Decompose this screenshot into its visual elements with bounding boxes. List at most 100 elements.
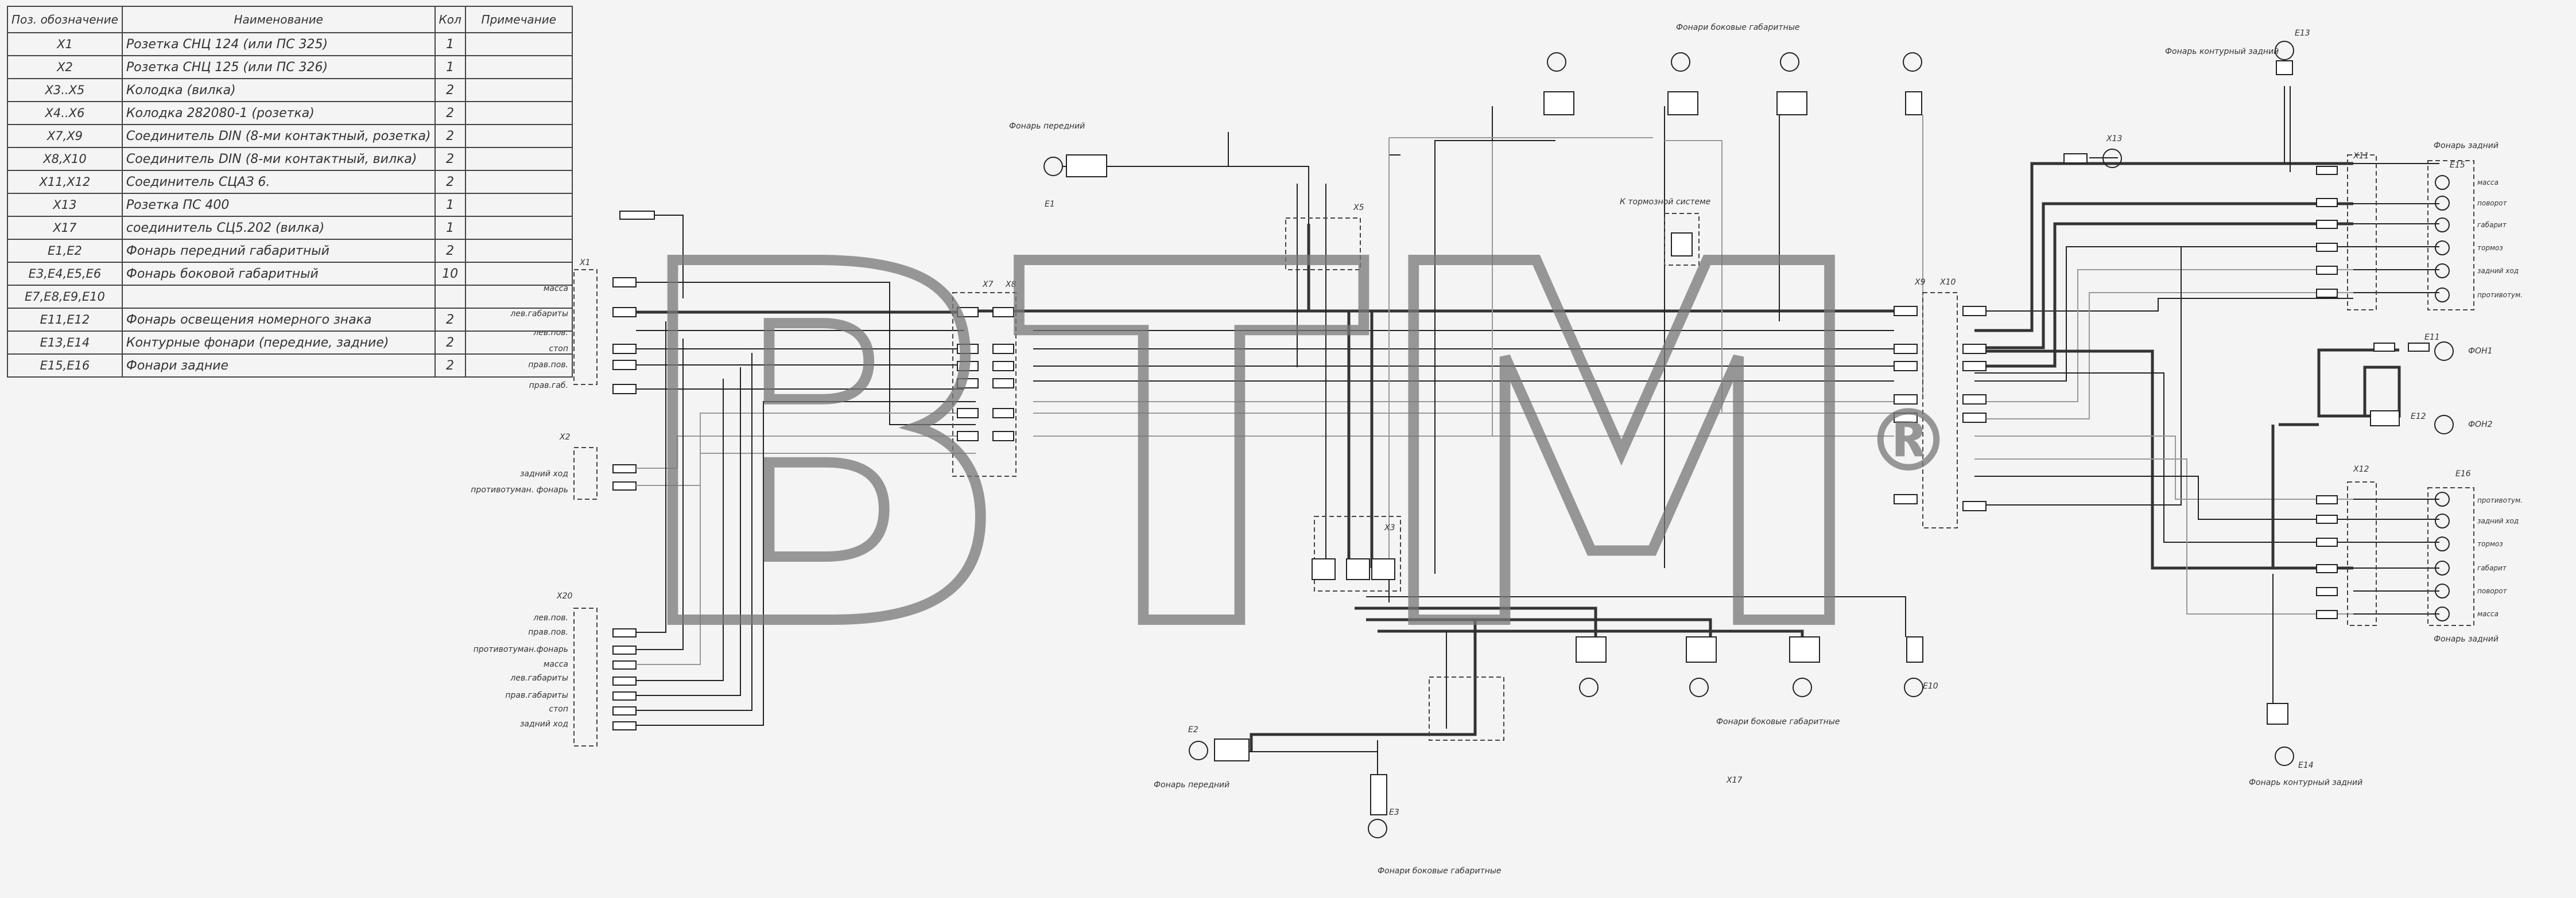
legend-cell-name: Соединитель СЦАЗ 6. (121, 170, 436, 194)
legend-cell-pos: X8,X10 (7, 147, 123, 171)
x2-pin-label: задний ход (520, 469, 568, 479)
legend-cell-name: Соединитель DIN (8-ми контактный, розетк… (121, 124, 436, 148)
x20-pin-label: прав.пов. (528, 628, 568, 637)
x20-pin-label: стоп (549, 705, 568, 714)
side-lights-top: Фонари боковые габаритные (1543, 23, 1922, 115)
e12-label: ФОН2 (2468, 420, 2493, 429)
x7-ref: X7 (982, 280, 994, 289)
legend-cell-note (464, 216, 573, 240)
legend-cell-pos: X11,X12 (7, 170, 123, 194)
legend-cell-note (464, 285, 573, 309)
legend-cell-qty: 10 (434, 262, 466, 286)
legend-cell-name: Фонари задние (121, 353, 436, 378)
legend-cell-qty: 2 (434, 147, 466, 171)
rear-light-bottom-label: Фонарь задний (2434, 635, 2499, 644)
legend-cell-pos: E15,E16 (7, 353, 123, 378)
legend-cell-note (464, 331, 573, 355)
side-lights-mid-label: Фонари боковые габаритные (1716, 717, 1840, 726)
e11-label: ФОН1 (2468, 347, 2493, 356)
side-lights-bottom-label: Фонари боковые габаритные (1378, 866, 1501, 876)
legend-cell-name: Фонарь боковой габаритный (121, 262, 436, 286)
side-lights-top-label: Фонари боковые габаритные (1676, 23, 1799, 32)
legend-cell-name: Контурные фонари (передние, задние) (121, 331, 436, 355)
x10-ref: X10 (1939, 278, 1956, 287)
legend-cell-qty: 2 (434, 170, 466, 194)
legend-cell-name: Розетка ПС 400 (121, 193, 436, 217)
front-light-top: Фонарь передний E1 (1009, 122, 1107, 209)
e16-pin-label: габарит (2477, 564, 2507, 572)
e16-pin-label: поворот (2477, 587, 2508, 595)
connector-x20: X20 лев.пов. прав.пов. противотуман.фона… (474, 592, 598, 747)
legend-cell-qty: 2 (434, 353, 466, 378)
connector-x3-x5: X5 X3 (1285, 203, 1504, 741)
connector-x2: X2 задний ход противотуман. фонарь (471, 433, 598, 500)
x20-pin-label: лев.габариты (510, 674, 568, 683)
e15-pin-label: поворот (2477, 199, 2508, 207)
contour-rear-top-label: Фонарь контурный задний (2165, 47, 2279, 56)
x8-ref: X8 (1005, 280, 1017, 289)
legend-header-name: Наименование (121, 6, 436, 33)
legend-cell-note (464, 170, 573, 194)
x20-ref: X20 (556, 592, 572, 601)
e15-pin-label: масса (2477, 178, 2499, 186)
legend-cell-qty: 2 (434, 78, 466, 102)
legend-cell-qty: 2 (434, 331, 466, 355)
rear-light-top-label: Фонарь задний (2434, 141, 2499, 150)
legend-cell-name: Колодка (вилка) (121, 78, 436, 102)
x20-pin-label: противотуман.фонарь (474, 645, 568, 654)
watermark-registered-mark: ® (1865, 391, 1952, 491)
watermark: BTM ® (620, 157, 1952, 741)
legend-cell-note (464, 308, 573, 332)
legend-cell-note (464, 239, 573, 263)
legend-cell-note (464, 262, 573, 286)
e15-pin-label: задний ход (2477, 267, 2519, 275)
legend-cell-note (464, 101, 573, 125)
legend-cell-pos: X17 (7, 216, 123, 240)
x20-pin-label: масса (544, 660, 568, 669)
x2-pin-label: противотуман. фонарь (471, 485, 568, 495)
legend-cell-name: Соединитель DIN (8-ми контактный, вилка) (121, 147, 436, 171)
x11-ref: X11 (2353, 151, 2369, 161)
e1-ref: E1 (1045, 200, 1055, 209)
legend-cell-note (464, 353, 573, 378)
socket-x13: X13 (2063, 134, 2122, 168)
connector-x11: X11 (2316, 151, 2377, 310)
legend-cell-note (464, 147, 573, 171)
legend-cell-note (464, 55, 573, 79)
x12-ref: X12 (2353, 465, 2369, 474)
e11-ref: E11 (2424, 333, 2440, 342)
legend-cell-name: Фонарь передний габаритный (121, 239, 436, 263)
e14-ref: E14 (2298, 761, 2314, 770)
x17-ref: X17 (1726, 776, 1742, 785)
e16-pin-label: задний ход (2477, 517, 2519, 525)
legend-header-note: Примечание (464, 6, 573, 33)
legend-header-pos: Поз. обозначение (7, 6, 123, 33)
legend-cell-pos: E11,E12 (7, 308, 123, 332)
legend-cell-pos: X1 (7, 32, 123, 56)
legend-cell-qty: 1 (434, 55, 466, 79)
legend-row: E7,E8,E9,E10 (7, 285, 573, 309)
x1-pin-label: прав.габ. (529, 381, 568, 390)
contour-rear-bottom-label: Фонарь контурный задний (2249, 778, 2362, 787)
legend-cell-note (464, 32, 573, 56)
brake-system-label: К тормозной системе (1620, 197, 1710, 207)
plate-light-e12: E12 ФОН2 (2370, 410, 2493, 434)
rear-light-e15: E15 Фонарь задний масса поворот габарит … (2427, 141, 2523, 310)
x13-ref: X13 (2106, 134, 2122, 143)
legend-cell-note (464, 193, 573, 217)
e15-pin-label: тормоз (2477, 244, 2503, 252)
legend-cell-qty: 2 (434, 308, 466, 332)
e3-ref: E3 (1389, 808, 1399, 817)
legend-cell-pos: E13,E14 (7, 331, 123, 355)
left-plugs (612, 211, 655, 730)
legend-cell-pos: X2 (7, 55, 123, 79)
e10-ref: E10 (1923, 682, 1938, 691)
x5-ref: X5 (1353, 203, 1364, 212)
